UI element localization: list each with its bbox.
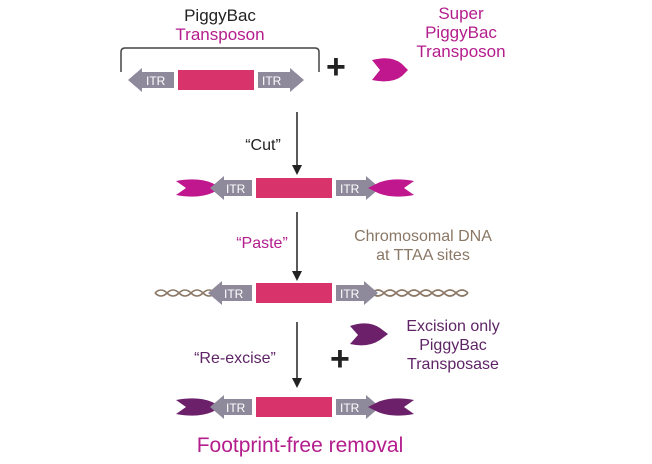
itr-left-row4-label: ITR [226,401,246,415]
itr-left-row1-label: ITR [146,74,166,88]
excision-line-1: Excision only [406,318,500,335]
itr-right-row1 [258,68,304,92]
itr-right-row2-label: ITR [340,182,360,196]
insert-row4 [256,397,332,417]
plus-sign-bottom: + [330,340,350,378]
excision-transposase-shape [350,323,388,346]
step-cut-label: “Cut” [245,137,281,154]
itr-right-row1-label: ITR [262,74,282,88]
footprint-free-title: Footprint-free removal [196,434,404,457]
itr-right-row3-label: ITR [340,287,360,301]
itr-left-row3 [208,281,252,305]
excision-line-3: Transposase [407,356,499,373]
transposase-left-row4 [176,398,222,416]
transposon-bracket [120,47,320,72]
super-piggybac-label: Super PiggyBac Transposon [396,4,526,61]
super-line-3: Transposon [416,42,506,61]
title-line-2: Transposon [175,25,265,44]
super-line-1: Super [438,4,484,23]
itr-left-row2 [210,176,252,200]
plus-sign-top: + [326,48,346,86]
chromosomal-line-2: at TTAA sites [376,247,470,264]
chromosomal-line-1: Chromosomal DNA [354,228,492,245]
insert-row2 [256,178,332,198]
title-line-1: PiggyBac [184,6,256,25]
itr-left-row4 [210,395,252,419]
excision-transposase-label: Excision only PiggyBac Transposase [388,317,518,374]
transposase-left-row2 [176,179,222,197]
itr-left-row2-label: ITR [226,182,246,196]
step-paste-label: “Paste” [236,235,288,252]
super-line-2: PiggyBac [425,23,497,42]
transposase-right-row4 [368,398,414,416]
itr-right-row2 [336,176,380,200]
itr-left-row1 [128,68,174,92]
dna-strand-right-b [371,289,469,297]
super-transposase-shape [372,58,408,82]
excision-line-2: PiggyBac [419,337,487,354]
piggybac-transposon-title: PiggyBac Transposon [160,6,280,44]
chromosomal-dna-label: Chromosomal DNA at TTAA sites [338,227,508,265]
itr-right-row4 [336,395,380,419]
transposase-right-row2 [368,179,414,197]
itr-right-row4-label: ITR [340,401,360,415]
insert-row1 [178,70,254,90]
step-reexcise-label: “Re-excise” [194,350,276,367]
itr-left-row3-label: ITR [224,287,244,301]
itr-right-row3 [336,281,378,305]
insert-row3 [256,283,332,303]
